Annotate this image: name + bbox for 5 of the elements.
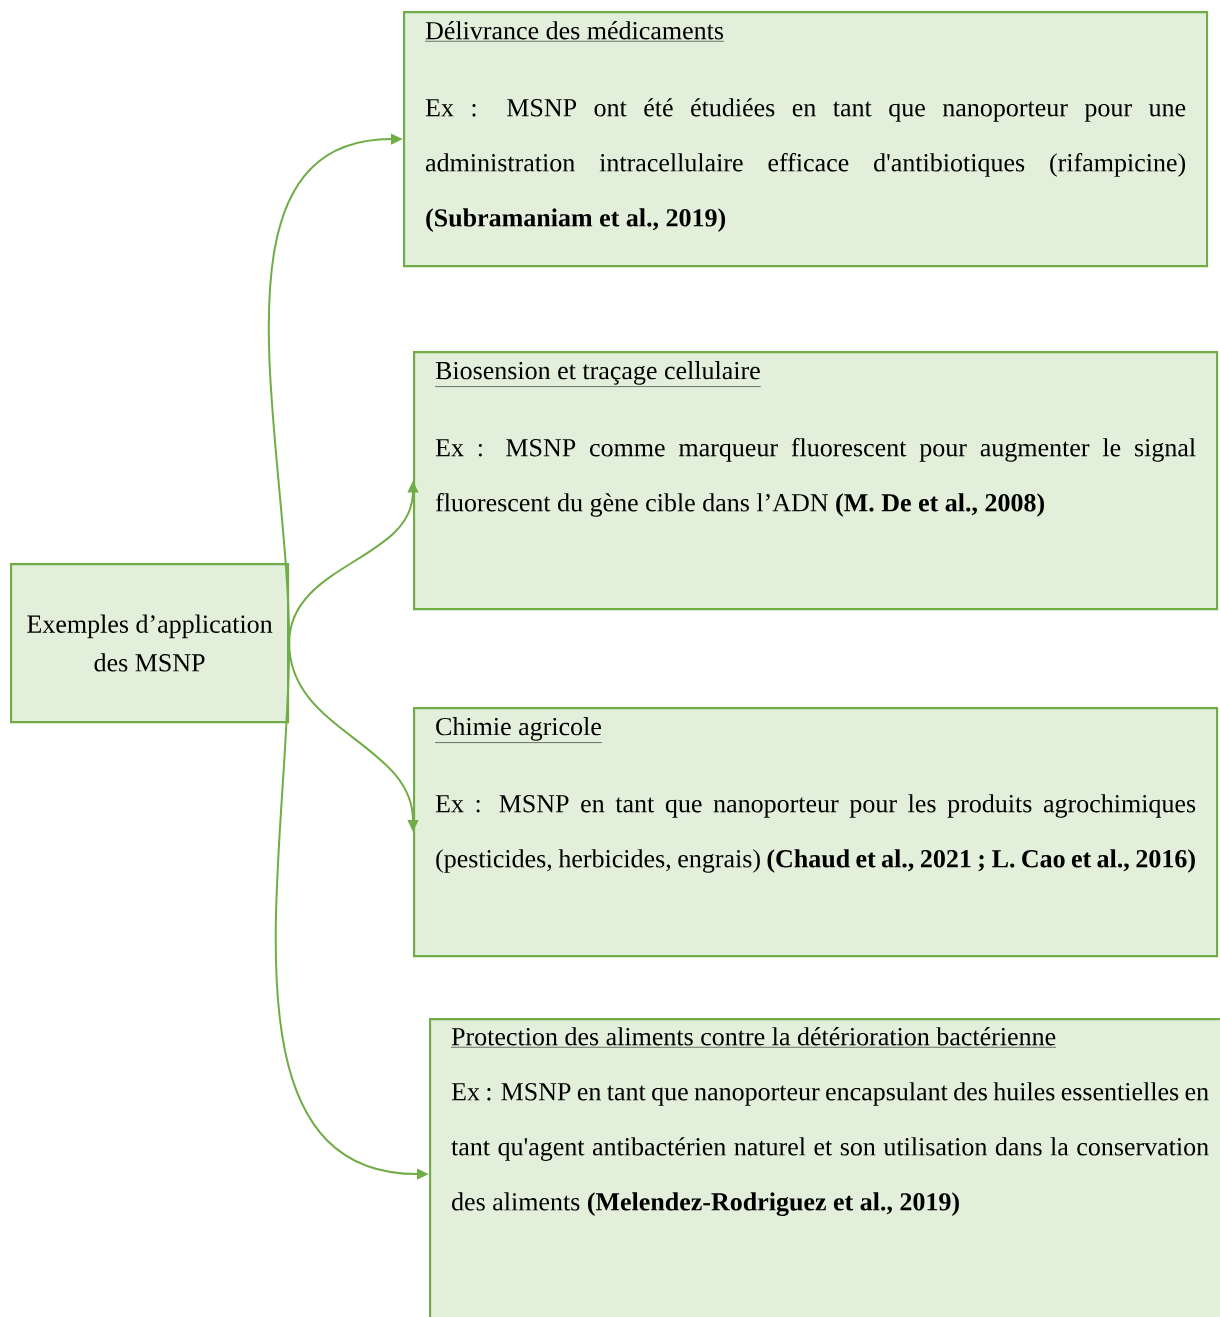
application-box: Biosension et traçage cellulaire Ex : MSNP comme marqueur fluorescent pour augmenter le signal fluorescent du gène cible dans l’ADN (M. De et al., 2008) — [413, 351, 1219, 611]
application-box: Protection des aliments contre la détérioration bactérienne Ex : MSNP en tant que nanoporteur encapsulant des huiles essentielles en tant qu'agent antibactérien naturel et son utilisation dans la conservation des aliments (Melendez-Rodriguez et al., 2019) — [429, 1018, 1220, 1317]
application-box: Délivrance des médicaments Ex : MSNP ont été étudiées en tant que nanoporteur pour une administration intracellulaire efficace d'antibiotiques (rifampicine) (Subramaniam et al., 2019) — [403, 11, 1209, 268]
application-box: Chimie agricole Ex : MSNP en tant que nanoporteur pour les produits agrochimiques (pesticides, herbicides, engrais) (Chaud et al., 2021 ; L. Cao et al., 2016) — [413, 707, 1219, 958]
topic-box: Exemples d’application des MSNP — [10, 563, 290, 724]
